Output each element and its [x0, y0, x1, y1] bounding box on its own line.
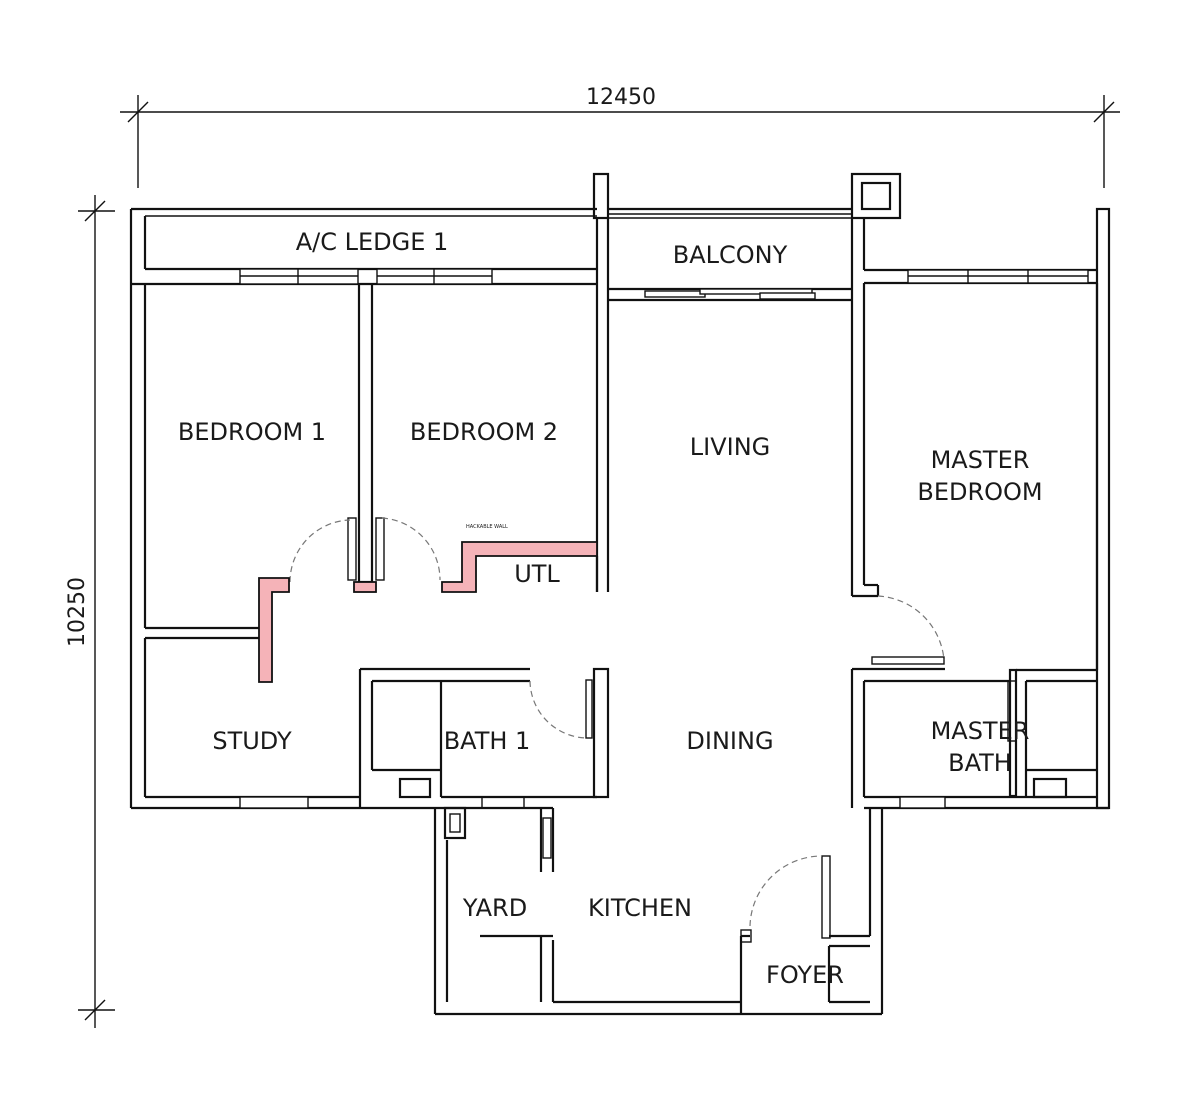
room-master-bedroom-line1: MASTER [931, 446, 1030, 474]
room-dining: DINING [686, 727, 773, 755]
width-dimension-label: 12450 [586, 85, 656, 110]
room-master-bath-line2: BATH [948, 749, 1012, 777]
room-bath-1: BATH 1 [444, 727, 531, 755]
room-master-bedroom-line2: BEDROOM [917, 478, 1042, 506]
windows [239, 268, 1089, 809]
hackable-walls [258, 541, 598, 683]
room-yard: YARD [462, 894, 527, 922]
height-dimension-label: 10250 [65, 577, 90, 647]
room-study: STUDY [212, 727, 292, 755]
room-master-bath-line1: MASTER [931, 717, 1030, 745]
door-swings [289, 517, 945, 927]
width-dimension [120, 95, 1120, 188]
room-balcony: BALCONY [673, 241, 788, 269]
room-bedroom-2: BEDROOM 2 [410, 418, 558, 446]
interior-walls [143, 284, 1097, 1014]
outer-walls [129, 172, 1111, 1016]
room-kitchen: KITCHEN [588, 894, 692, 922]
room-foyer: FOYER [766, 961, 844, 989]
height-dimension [78, 195, 115, 1028]
room-living: LIVING [690, 433, 771, 461]
room-bedroom-1: BEDROOM 1 [178, 418, 326, 446]
room-utl: UTL [514, 560, 560, 588]
room-ac-ledge: A/C LEDGE 1 [296, 228, 449, 256]
hackable-wall-note: HACKABLE WALL [466, 524, 508, 530]
